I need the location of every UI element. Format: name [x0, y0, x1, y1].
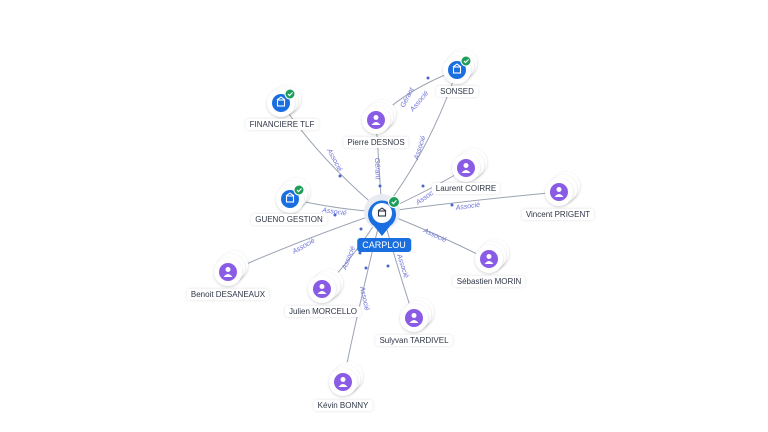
- person-icon: [371, 115, 381, 125]
- person-icon: [461, 163, 471, 173]
- person-icon: [317, 284, 327, 294]
- edge-label: Associé: [421, 227, 447, 244]
- person-label[interactable]: Benoit DESANEAUX: [186, 289, 270, 300]
- company-node-sonsed[interactable]: [443, 49, 477, 84]
- company-label[interactable]: GUENO GESTION: [251, 214, 327, 225]
- person-node-sebastien-morin[interactable]: [475, 239, 509, 273]
- person-icon: [223, 267, 233, 277]
- person-label[interactable]: Vincent PRIGENT: [521, 209, 595, 220]
- verified-check-icon: [460, 55, 472, 67]
- person-label[interactable]: Laurent COIRRE: [431, 183, 501, 194]
- person-node-pierre-desnos[interactable]: [362, 100, 396, 134]
- verified-check-icon: [284, 88, 296, 100]
- center-node-carplou[interactable]: [364, 194, 400, 236]
- edge-label: Associé: [454, 202, 480, 212]
- edge-label: Associé: [321, 207, 347, 217]
- company-label[interactable]: FINANCIERE TLF: [245, 119, 319, 130]
- person-icon: [554, 187, 564, 197]
- person-node-vincent-prigent[interactable]: [545, 172, 580, 206]
- person-node-benoit-desaneaux[interactable]: [214, 251, 248, 286]
- person-label[interactable]: Kévin BONNY: [313, 400, 373, 411]
- company-node-financiere-tlf[interactable]: [267, 85, 301, 117]
- person-node-laurent-coirre[interactable]: [452, 148, 487, 182]
- verified-check-icon: [388, 196, 400, 208]
- edge-label: Associé: [325, 147, 343, 173]
- edge-label: Gérant: [373, 158, 381, 181]
- building-icon: [276, 96, 286, 107]
- building-icon: [285, 192, 295, 203]
- company-label[interactable]: SONSED: [436, 86, 478, 97]
- edge-label: Associé: [341, 245, 357, 271]
- edge-label: Associé: [413, 135, 428, 162]
- verified-check-icon: [293, 184, 305, 196]
- person-icon: [338, 377, 348, 387]
- building-icon: [377, 207, 387, 217]
- person-node-sulyvan-tardivel[interactable]: [400, 298, 434, 332]
- person-label[interactable]: Julien MORCELLO: [284, 306, 362, 317]
- building-icon: [452, 63, 462, 74]
- person-label[interactable]: Pierre DESNOS: [343, 137, 409, 148]
- person-node-julien-morcello[interactable]: [308, 269, 343, 303]
- person-node-kevin-bonny[interactable]: [329, 362, 363, 396]
- center-node-label[interactable]: CARPLOU: [357, 238, 411, 252]
- edge-arrows: [333, 76, 454, 270]
- person-icon: [409, 313, 419, 323]
- company-node-gueno-gestion[interactable]: [276, 178, 310, 213]
- person-label[interactable]: Sébastien MORIN: [452, 276, 526, 287]
- edge-financiere-tlf: [281, 103, 383, 213]
- person-label[interactable]: Sulyvan TARDIVEL: [375, 335, 453, 346]
- person-icon: [484, 254, 494, 264]
- edge-vincent-prigent: [381, 191, 561, 213]
